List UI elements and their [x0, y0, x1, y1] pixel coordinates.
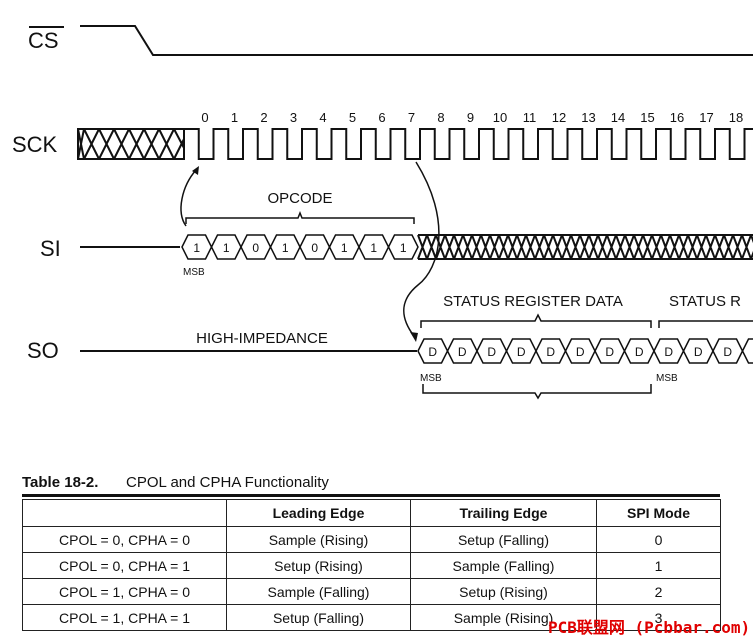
so-bit-value: D: [517, 345, 526, 359]
table-cell: Sample (Falling): [226, 578, 411, 605]
si-dont-care-region: [417, 234, 753, 260]
si-bit-value: 0: [252, 241, 259, 255]
table-title: CPOL and CPHA Functionality: [126, 474, 329, 491]
si-bit-value: 1: [370, 241, 377, 255]
si-bit-value: 1: [193, 241, 200, 255]
si-opcode-bits: 1 1 0 1 0 1 1 1: [181, 234, 419, 260]
table-cell: Sample (Falling): [410, 552, 597, 579]
sck-dont-care: [77, 128, 185, 160]
sck-waveform: [183, 128, 753, 160]
clock-to-so-arrow: [403, 161, 440, 337]
cs-label: CS: [28, 28, 59, 53]
table-cell: 2: [596, 578, 721, 605]
table-cell: Sample (Rising): [410, 604, 597, 631]
so-bottom-brace: [422, 384, 652, 400]
clock-number: 17: [699, 110, 713, 125]
header-cell: [22, 499, 227, 527]
clock-number: 3: [290, 110, 297, 125]
clock-number: 7: [408, 110, 415, 125]
status-register-label-2: STATUS R: [669, 293, 741, 310]
clock-number: 8: [437, 110, 444, 125]
table-cell: Setup (Falling): [226, 604, 411, 631]
table-number: Table 18-2.: [22, 474, 99, 491]
si-bit-value: 0: [311, 241, 318, 255]
opcode-label: OPCODE: [267, 190, 332, 207]
si-bit-value: 1: [223, 241, 230, 255]
clock-number: 6: [378, 110, 385, 125]
clock-number: 9: [467, 110, 474, 125]
clock-number: 10: [493, 110, 507, 125]
so-msb-label-2: MSB: [656, 373, 678, 384]
clock-number: 12: [552, 110, 566, 125]
clock-number: 2: [260, 110, 267, 125]
si-msb-label: MSB: [183, 267, 205, 278]
so-bit-value: D: [635, 345, 644, 359]
so-bit-value: D: [546, 345, 555, 359]
table-cell: Setup (Falling): [410, 526, 597, 553]
si-bit-value: 1: [400, 241, 407, 255]
table-row: CPOL = 0, CPHA = 0 Sample (Rising) Setup…: [22, 526, 721, 553]
cs-waveform: [80, 25, 753, 56]
high-impedance-label: HIGH-IMPEDANCE: [196, 330, 328, 347]
clock-number: 5: [349, 110, 356, 125]
so-bit-value: D: [723, 345, 732, 359]
table-row: CPOL = 0, CPHA = 1 Setup (Rising) Sample…: [22, 552, 721, 579]
si-bit-cell: [387, 234, 419, 260]
header-cell: Leading Edge: [226, 499, 411, 527]
table-caption: Table 18-2. CPOL and CPHA Functionality: [22, 474, 329, 491]
clock-number: 13: [581, 110, 595, 125]
so-bit-value: D: [487, 345, 496, 359]
so-bit-value: D: [576, 345, 585, 359]
table-cell: Setup (Rising): [226, 552, 411, 579]
cpol-cpha-table: Leading Edge Trailing Edge SPI Mode CPOL…: [22, 499, 721, 631]
table-cell: CPOL = 0, CPHA = 0: [22, 526, 227, 553]
table-cell: Setup (Rising): [410, 578, 597, 605]
clock-number: 0: [201, 110, 208, 125]
table-row: CPOL = 1, CPHA = 0 Sample (Falling) Setu…: [22, 578, 721, 605]
table-cell: 0: [596, 526, 721, 553]
table-cell: 1: [596, 552, 721, 579]
table-cell: Sample (Rising): [226, 526, 411, 553]
table-cell: 3: [596, 604, 721, 631]
table-row: CPOL = 1, CPHA = 1 Setup (Falling) Sampl…: [22, 604, 721, 631]
clock-number: 1: [231, 110, 238, 125]
si-bit-value: 1: [341, 241, 348, 255]
table-cell: CPOL = 1, CPHA = 1: [22, 604, 227, 631]
clock-number: 11: [523, 110, 537, 125]
si-bit-value: 1: [282, 241, 289, 255]
so-bit-cell: [741, 338, 753, 364]
status-register-label: STATUS REGISTER DATA: [443, 293, 623, 310]
sck-label: SCK: [12, 132, 58, 157]
clock-number: 4: [319, 110, 326, 125]
so-bit-value: D: [694, 345, 703, 359]
so-msb-label: MSB: [420, 373, 442, 384]
header-cell: Trailing Edge: [410, 499, 597, 527]
caption-rule: [22, 494, 720, 497]
so-data-bits: DDDDDDDDDDDD: [417, 338, 753, 364]
so-bit-value: D: [605, 345, 614, 359]
arrow-head: [410, 332, 418, 342]
clock-number: 15: [640, 110, 654, 125]
clock-to-si-arrow: [180, 169, 197, 227]
so-label: SO: [27, 338, 59, 363]
clock-number: 18: [729, 110, 743, 125]
header-cell: SPI Mode: [596, 499, 721, 527]
table-cell: CPOL = 1, CPHA = 0: [22, 578, 227, 605]
status-register-brace: [420, 313, 652, 328]
si-label: SI: [40, 236, 61, 261]
arrow-head: [192, 166, 199, 175]
watermark: PCB联盟网 (Pcbbar.com): [548, 618, 751, 637]
so-bit-value: D: [458, 345, 467, 359]
so-bit-value: D: [428, 345, 437, 359]
table-header-row: Leading Edge Trailing Edge SPI Mode: [22, 499, 721, 527]
opcode-brace: [185, 210, 415, 224]
table-cell: CPOL = 0, CPHA = 1: [22, 552, 227, 579]
status-register-brace-2: [658, 320, 753, 328]
clock-number: 16: [670, 110, 684, 125]
clock-number: 14: [611, 110, 625, 125]
so-bit-value: D: [664, 345, 673, 359]
